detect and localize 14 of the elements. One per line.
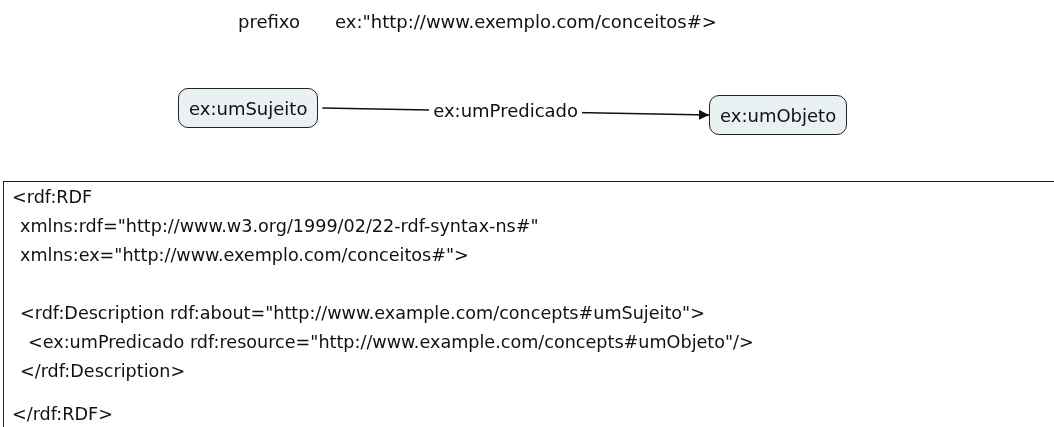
rounded-box [709,95,848,135]
prefix-text: ex:"http://www.exemplo.com/conceitos#> [335,11,717,33]
node-label: ex:umObjeto [720,104,837,126]
code-line: xmlns:rdf="http://www.w3.org/1999/02/22-rdf-syntax-ns#" [20,215,539,237]
node-label: ex:umSujeito [189,97,308,119]
prefix-text: prefixo [238,11,300,33]
code-line: </rdf:Description> [20,360,186,382]
code-box [3,181,1054,427]
code-line: </rdf:RDF> [12,403,113,425]
code-line: xmlns:ex="http://www.exemplo.com/conceitos#"> [20,244,469,266]
code-line: <rdf:RDF [12,186,93,208]
rounded-box [178,88,319,128]
code-line: <ex:umPredicado rdf:resource="http://www.example.com/concepts#umObjeto"/> [28,331,754,353]
code-line: <rdf:Description rdf:about="http://www.example.com/concepts#umSujeito"> [20,302,705,324]
